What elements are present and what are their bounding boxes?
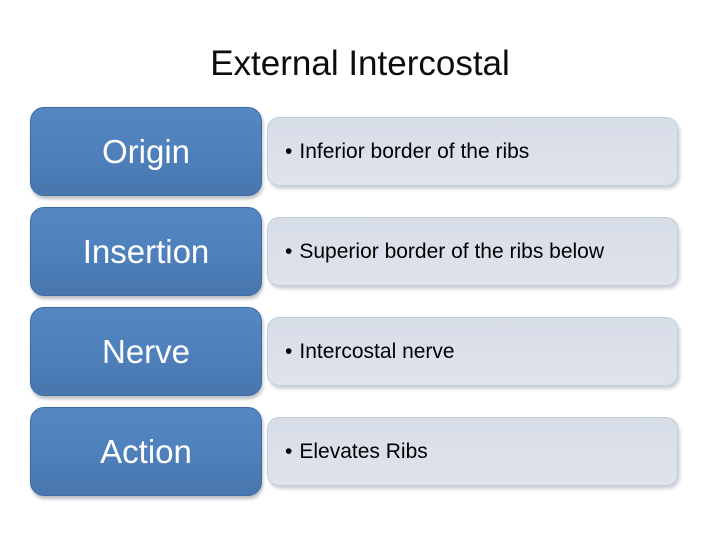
action-label-box: Action [30,407,262,496]
origin-label: Origin [101,132,191,170]
origin-content-box: • Inferior border of the ribs [267,117,678,186]
bullet-icon: • [285,340,293,363]
row-nerve: Nerve • Intercostal nerve [30,307,690,396]
action-content-box: • Elevates Ribs [267,417,678,486]
insertion-content-box: • Superior border of the ribs below [267,217,678,286]
smartart-list: Origin • Inferior border of the ribs Ins… [30,107,690,496]
row-action: Action • Elevates Ribs [30,407,690,496]
origin-bullet-text: Inferior border of the ribs [299,139,530,163]
bullet-icon: • [285,240,293,263]
insertion-label-box: Insertion [30,207,262,296]
slide-title: External Intercostal [210,44,510,83]
row-origin: Origin • Inferior border of the ribs [30,107,690,196]
origin-label-box: Origin [30,107,262,196]
row-insertion: Insertion • Superior border of the ribs … [30,207,690,296]
bullet-icon: • [285,440,293,463]
insertion-bullet-text: Superior border of the ribs below [299,239,605,263]
nerve-content-box: • Intercostal nerve [267,317,678,386]
insertion-label: Insertion [82,232,210,270]
nerve-bullet-text: Intercostal nerve [299,339,455,363]
bullet-icon: • [285,140,293,163]
nerve-label-box: Nerve [30,307,262,396]
action-label: Action [100,432,192,470]
nerve-label: Nerve [101,332,191,370]
action-bullet-text: Elevates Ribs [299,439,428,463]
